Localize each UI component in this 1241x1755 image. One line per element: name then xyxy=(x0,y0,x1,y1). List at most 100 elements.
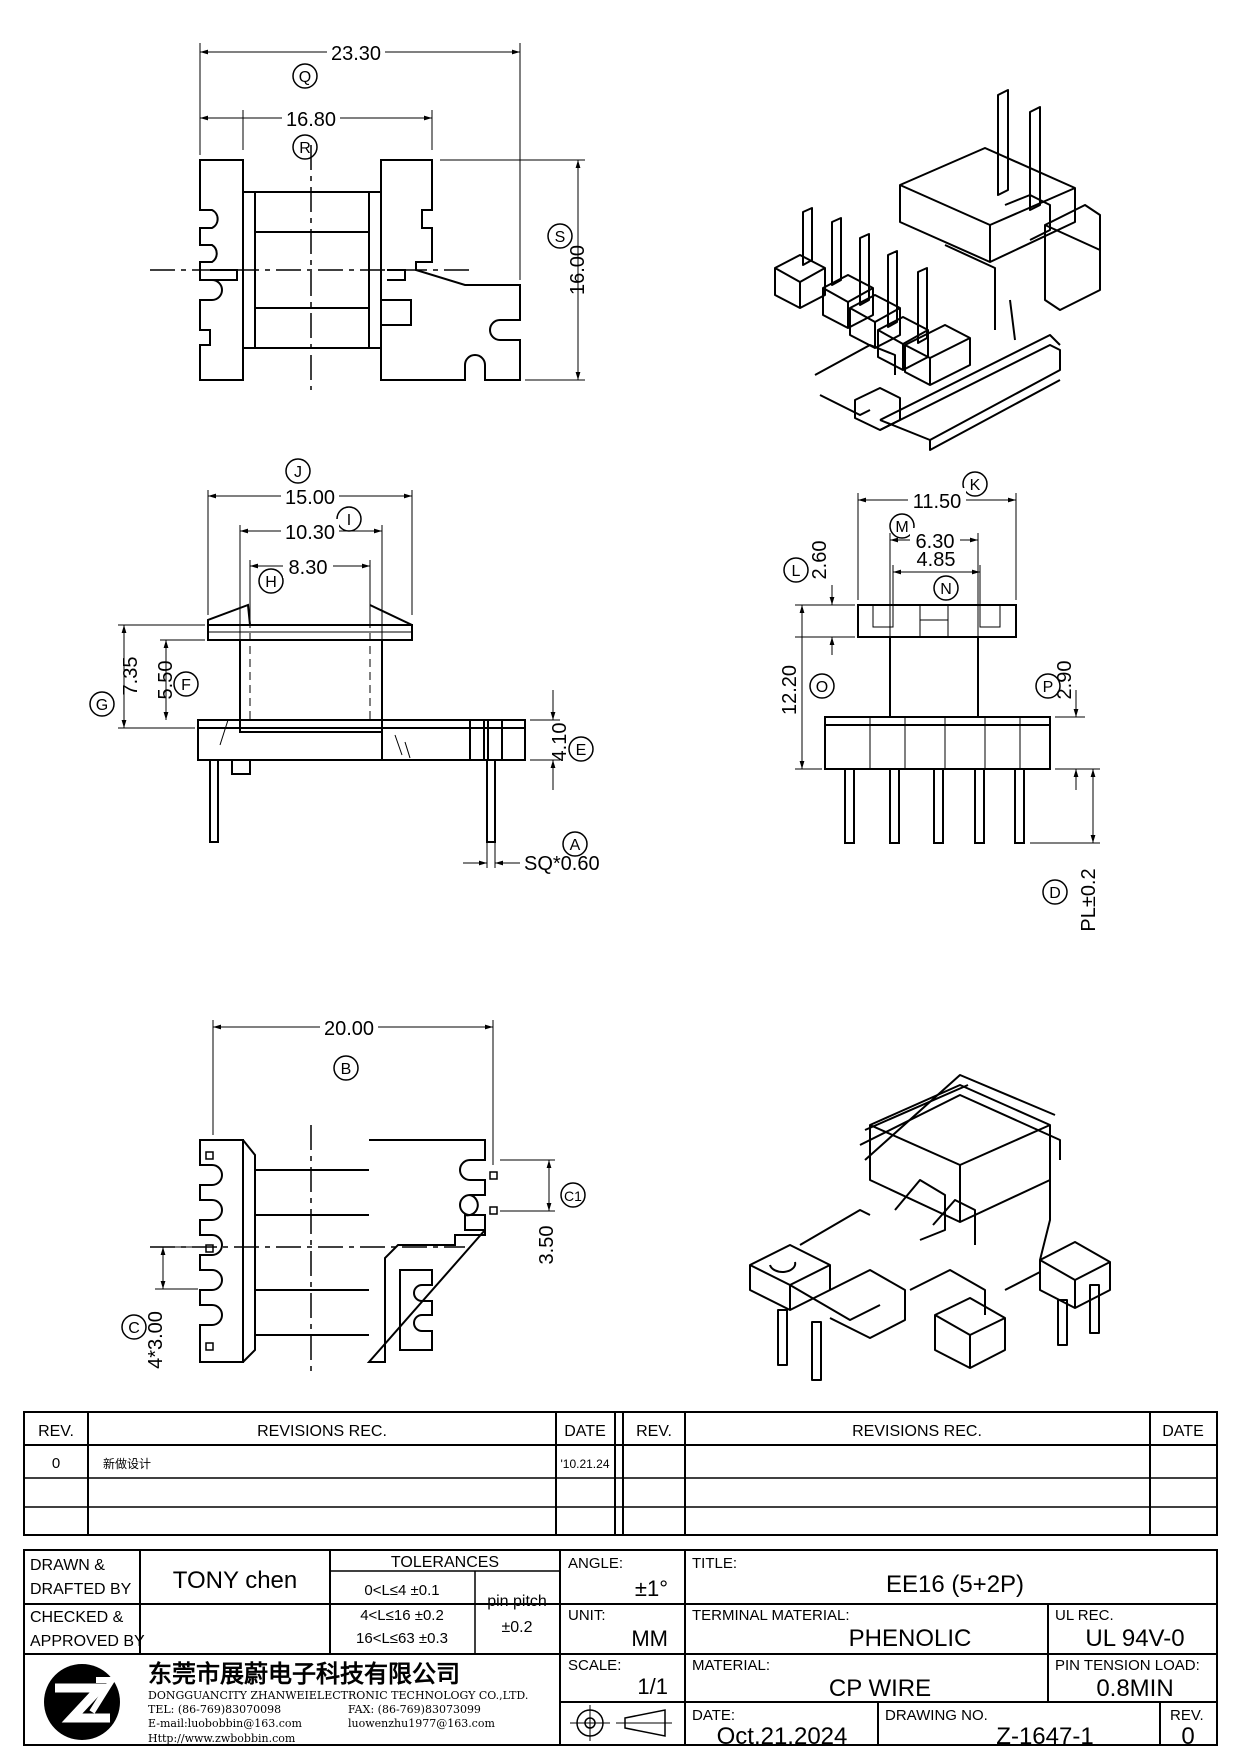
dim-2-60: 2.60 xyxy=(809,541,831,580)
front-dim-bg xyxy=(281,484,339,508)
bottom-view xyxy=(121,1020,586,1375)
label-k: K xyxy=(970,477,981,494)
date-value: Oct.21.2024 xyxy=(717,1723,848,1750)
tol-row-3: 16<L≤63 ±0.3 xyxy=(356,1630,448,1647)
bottom-dim-bg xyxy=(320,1015,378,1039)
isometric-view-bottom xyxy=(749,1074,1111,1381)
unit-label: UNIT: xyxy=(568,1607,606,1624)
unit-value: MM xyxy=(631,1626,668,1651)
front-dim-bg-3 xyxy=(283,554,333,578)
dim-sq-0-60: SQ*0.60 xyxy=(524,853,600,875)
label-p: P xyxy=(1043,679,1054,696)
label-f: F xyxy=(181,677,191,694)
company-http: Http://www.zwbobbin.com xyxy=(148,1732,296,1745)
label-d: D xyxy=(1049,885,1061,902)
dim-15-00: 15.00 xyxy=(285,487,335,509)
label-o: O xyxy=(816,679,828,696)
angle-label: ANGLE: xyxy=(568,1555,623,1572)
tol-row-1: 0<L≤4 ±0.1 xyxy=(364,1582,439,1599)
tol-row-2: 4<L≤16 ±0.2 xyxy=(360,1607,444,1624)
top-view xyxy=(150,43,585,390)
dim-20-00: 20.00 xyxy=(324,1018,374,1040)
rev-row-0-rec: 新做设计 xyxy=(103,1456,151,1471)
label-l: L xyxy=(792,563,801,580)
pin-tension-value: 0.8MIN xyxy=(1096,1675,1173,1702)
label-m: M xyxy=(895,519,908,536)
dim-4-10: 4.10 xyxy=(549,723,571,762)
checked-label-1: CHECKED & xyxy=(30,1609,124,1626)
dim-3-50: 3.50 xyxy=(536,1226,558,1265)
tolerances-label: TOLERANCES xyxy=(391,1554,499,1571)
label-n: N xyxy=(940,581,952,598)
isometric-view-top xyxy=(774,89,1101,451)
rev-row-0-rev: 0 xyxy=(52,1455,60,1472)
drawn-by-value: TONY chen xyxy=(173,1567,298,1594)
terminal-material-value: PHENOLIC xyxy=(849,1625,972,1652)
company-fax: FAX: (86-769)83073099 xyxy=(348,1703,481,1716)
label-j: J xyxy=(294,464,302,481)
title-block xyxy=(23,1549,1218,1746)
checked-label-2: APPROVED BY xyxy=(30,1633,145,1650)
company-logo xyxy=(44,1664,120,1740)
scale-value: 1/1 xyxy=(637,1674,668,1699)
pin-pitch-label: pin pitch xyxy=(487,1593,547,1610)
front-view xyxy=(89,458,594,868)
title-value: EE16 (5+2P) xyxy=(886,1571,1024,1598)
company-email-1: E-mail:luobobbin@163.com xyxy=(148,1717,303,1730)
dim-23-30: 23.30 xyxy=(331,43,381,65)
material-value: CP WIRE xyxy=(829,1675,931,1702)
company-name-cn: 东莞市展蔚电子科技有限公司 xyxy=(148,1660,460,1688)
drawn-label-1: DRAWN & xyxy=(30,1557,105,1574)
date-header-2: DATE xyxy=(1162,1423,1203,1440)
ul-rec-label: UL REC. xyxy=(1055,1607,1114,1624)
terminal-material-label: TERMINAL MATERIAL: xyxy=(692,1607,850,1624)
drawing-no-label: DRAWING NO. xyxy=(885,1707,988,1724)
rec-header-2: REVISIONS REC. xyxy=(852,1423,982,1440)
dim-7-35: 7.35 xyxy=(120,657,142,696)
dim-16-00: 16.00 xyxy=(567,245,589,295)
drawing-no-value: Z-1647-1 xyxy=(996,1723,1093,1750)
angle-value: ±1° xyxy=(635,1576,668,1601)
label-g: G xyxy=(96,697,108,714)
rec-header-1: REVISIONS REC. xyxy=(257,1423,387,1440)
label-c1: C1 xyxy=(564,1188,582,1204)
scale-label: SCALE: xyxy=(568,1657,621,1674)
revisions-table xyxy=(23,1411,1218,1536)
side-dim-bg-2 xyxy=(910,528,960,552)
dim-16-80: 16.80 xyxy=(286,109,336,131)
dim-11-50: 11.50 xyxy=(913,491,962,513)
top-dim-bg xyxy=(327,40,385,64)
company-name-en: DONGGUANCITY ZHANWEIELECTRONIC TECHNOLOG… xyxy=(148,1689,528,1702)
title-label: TITLE: xyxy=(692,1555,737,1572)
label-b: B xyxy=(341,1061,352,1078)
side-dim-bg xyxy=(908,488,966,512)
top-dim-bg-2 xyxy=(282,106,340,130)
ul-rec-value: UL 94V-0 xyxy=(1085,1625,1184,1652)
dim-6-30: 6.30 xyxy=(916,531,955,553)
dim-5-50: 5.50 xyxy=(155,661,177,700)
date-header-1: DATE xyxy=(564,1423,605,1440)
pin-tension-label: PIN TENSION LOAD: xyxy=(1055,1657,1200,1674)
pin-pitch-value: ±0.2 xyxy=(501,1619,532,1636)
label-e: E xyxy=(576,742,587,759)
rev-row-0-date: '10.21.24 xyxy=(560,1457,609,1471)
rev-header-1: REV. xyxy=(38,1423,74,1440)
label-i: I xyxy=(347,512,351,529)
label-a: A xyxy=(570,837,581,854)
rev-label: REV. xyxy=(1170,1707,1204,1724)
dim-4-85: 4.85 xyxy=(917,549,956,571)
label-r: R xyxy=(299,140,311,157)
dim-12-20: 12.20 xyxy=(779,665,801,715)
dim-pl: PL±0.2 xyxy=(1078,868,1100,931)
rev-header-2: REV. xyxy=(636,1423,672,1440)
drawn-label-2: DRAFTED BY xyxy=(30,1581,132,1598)
label-c: C xyxy=(128,1320,140,1337)
dim-2-90: 2.90 xyxy=(1054,661,1076,700)
label-q: Q xyxy=(299,69,311,86)
side-view xyxy=(783,471,1100,905)
material-label: MATERIAL: xyxy=(692,1657,770,1674)
front-dim-bg-2 xyxy=(281,519,339,543)
company-tel: TEL: (86-769)83070098 xyxy=(148,1703,281,1716)
rev-value: 0 xyxy=(1181,1723,1194,1750)
dim-8-30: 8.30 xyxy=(289,557,328,579)
